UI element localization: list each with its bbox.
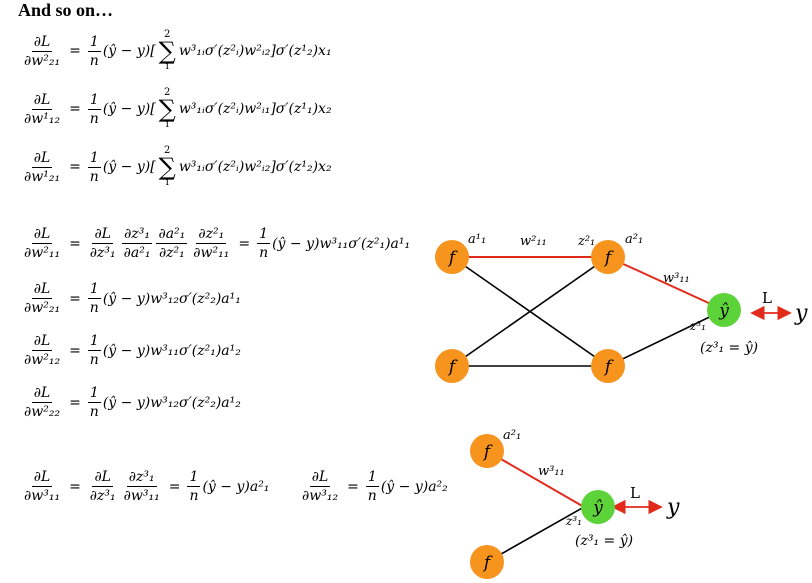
section-heading: And so on… — [18, 0, 114, 20]
node-f-hidden2-bottom — [591, 349, 625, 383]
eq-dL-dw11-layer2-chain: ∂L∂w²₁₁ = ∂L∂z³₁ ∂z³₁∂a²₁ ∂a²₁∂z²₁ ∂z²₁∂… — [24, 226, 411, 261]
label-output-eq: (z³₁ = ŷ) — [700, 339, 758, 356]
summation: 2∑i — [158, 29, 176, 72]
lhs-denominator: ∂w²₂₁ — [24, 52, 61, 69]
label-L: L — [762, 289, 772, 307]
label-z31: z³₁ — [565, 514, 582, 528]
node-output — [581, 490, 615, 524]
eq-body: w³₁ᵢσ′(z²ᵢ)w²ᵢ₂]σ′(z¹₂)x₁ — [178, 43, 332, 59]
node-f-hidden1-bottom — [435, 349, 469, 383]
node-f-hidden2-top — [591, 240, 625, 274]
summation: 2∑i — [158, 145, 176, 188]
label-y: y — [794, 301, 808, 326]
label-L: L — [630, 484, 640, 502]
edge-f2-out — [486, 506, 585, 563]
svg-text:ŷ: ŷ — [592, 498, 603, 518]
lhs-fraction: ∂L∂w¹₂₁ — [24, 149, 61, 185]
lhs-fraction: ∂L∂w¹₁₂ — [24, 91, 61, 127]
lhs-fraction: ∂L∂w³₁₂ — [302, 469, 339, 504]
upper-network: f f f f ŷ a¹₁ w²₁₁ z²₁ a²₁ w³₁₁ z³₁ (z³₁… — [435, 232, 808, 383]
summation: 2∑i — [158, 87, 176, 130]
svg-text:f: f — [603, 357, 614, 377]
node-f-top — [470, 434, 504, 468]
eq-prefix: (ŷ − y)[ — [102, 43, 156, 59]
lhs-fraction: ∂L∂w²₂₂ — [24, 385, 61, 420]
label-z21: z²₁ — [577, 234, 595, 249]
label-a21: a²₁ — [625, 232, 643, 247]
label-w11-3: w³₁₁ — [538, 464, 565, 479]
label-w11-2: w²₁₁ — [520, 234, 547, 249]
node-output — [707, 293, 741, 327]
lhs-numerator: ∂L — [31, 33, 53, 52]
node-f-label: f — [447, 248, 458, 268]
node-f-hidden1-top — [435, 240, 469, 274]
label-y: y — [666, 495, 680, 520]
label-w11-3: w³₁₁ — [663, 271, 690, 286]
svg-text:f: f — [447, 357, 458, 377]
lhs-fraction: ∂L∂w²₂₁ — [22, 34, 62, 69]
lhs-fraction: ∂L∂w²₂₁ — [24, 281, 61, 316]
node-f-bottom — [470, 545, 504, 579]
label-a11: a¹₁ — [468, 232, 486, 247]
edge-f3-out — [607, 256, 725, 311]
edge-f1-out — [486, 450, 585, 508]
svg-text:f: f — [482, 553, 493, 573]
svg-text:f: f — [482, 442, 493, 462]
label-output-eq: (z³₁ = ŷ) — [575, 532, 633, 549]
lower-network: f f ŷ a²₁ w³₁₁ z³₁ (z³₁ = ŷ) L y — [470, 428, 680, 579]
edge-f2-f3 — [451, 256, 609, 367]
lhs-fraction: ∂L∂w²₁₂ — [24, 333, 61, 368]
edge-f4-out — [607, 309, 725, 367]
lhs-fraction: ∂L∂w³₁₁ — [24, 469, 61, 504]
node-output-label: ŷ — [718, 301, 729, 321]
svg-text:f: f — [603, 248, 614, 268]
label-a21: a²₁ — [503, 428, 521, 443]
label-z31: z³₁ — [689, 319, 706, 333]
lhs-fraction: ∂L∂w²₁₁ — [24, 226, 61, 261]
